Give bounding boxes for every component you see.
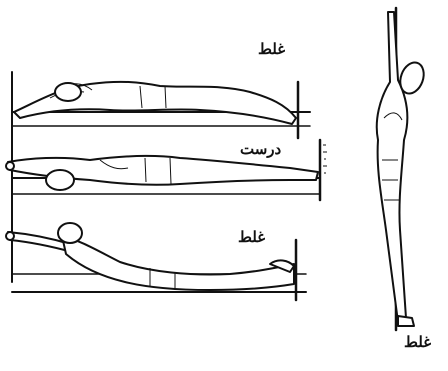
label-vertical-incorrect: غلط <box>404 333 431 351</box>
hand-bottom <box>6 232 14 240</box>
label-bottom-incorrect: غلط <box>238 228 265 246</box>
head-bottom <box>58 223 82 243</box>
figure-vertical-incorrect <box>377 8 428 330</box>
label-top-incorrect: غلط <box>258 40 285 58</box>
wall-texture <box>323 145 327 173</box>
hand-middle <box>6 162 14 170</box>
foot-vertical <box>398 316 414 326</box>
swimmer-body-vertical <box>377 12 408 322</box>
label-middle-correct: درست <box>240 140 281 158</box>
head-top <box>55 83 81 101</box>
head-middle <box>46 170 74 190</box>
